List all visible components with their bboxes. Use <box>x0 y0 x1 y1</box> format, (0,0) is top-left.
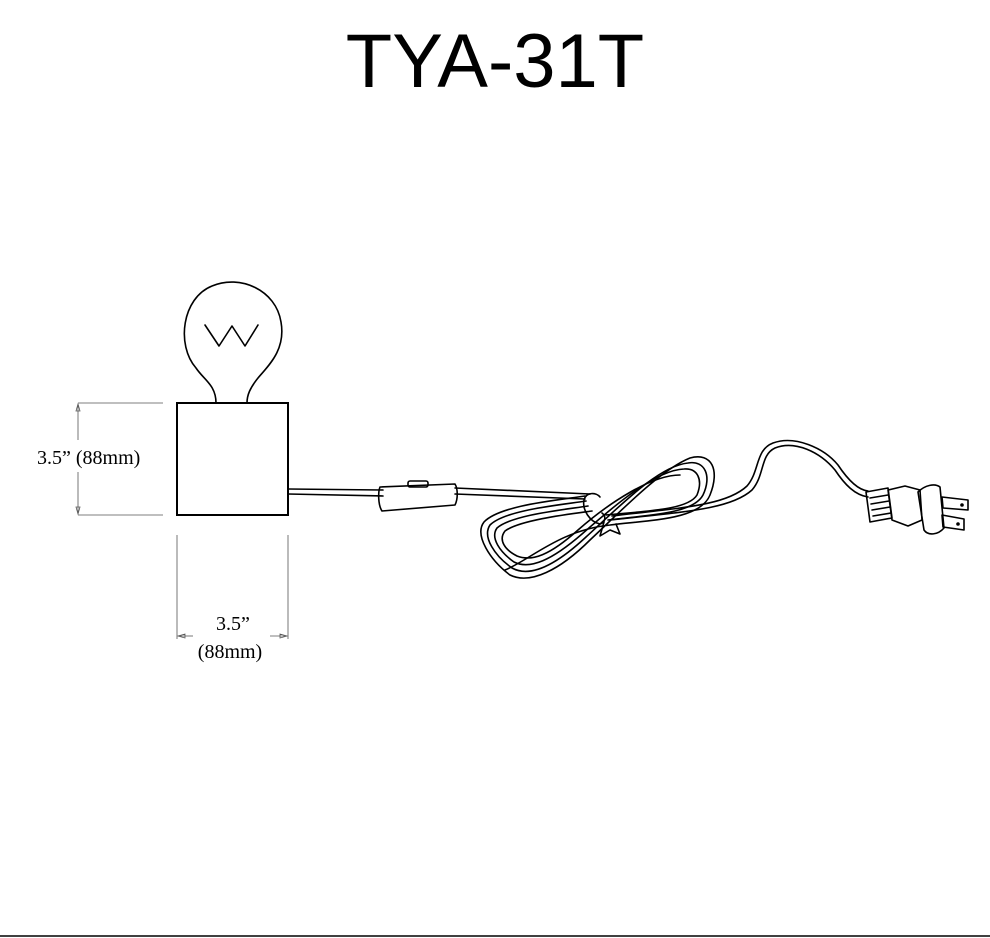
light-bulb <box>183 281 283 404</box>
height-dimension: 3.5” (88mm) <box>37 402 163 516</box>
power-plug <box>865 484 969 535</box>
lamp-base <box>176 402 289 516</box>
bulb-filament <box>204 324 259 347</box>
product-model-title: TYA-31T <box>345 19 645 104</box>
width-dimension: 3.5” (88mm) <box>176 535 289 663</box>
height-label: 3.5” (88mm) <box>37 447 140 469</box>
width-label-inches: 3.5” <box>216 613 250 635</box>
cord-tie <box>582 492 606 525</box>
width-label-mm: (88mm) <box>198 641 262 663</box>
power-cord <box>287 439 969 579</box>
inline-switch[interactable] <box>377 480 459 512</box>
cord-coil <box>480 456 715 579</box>
